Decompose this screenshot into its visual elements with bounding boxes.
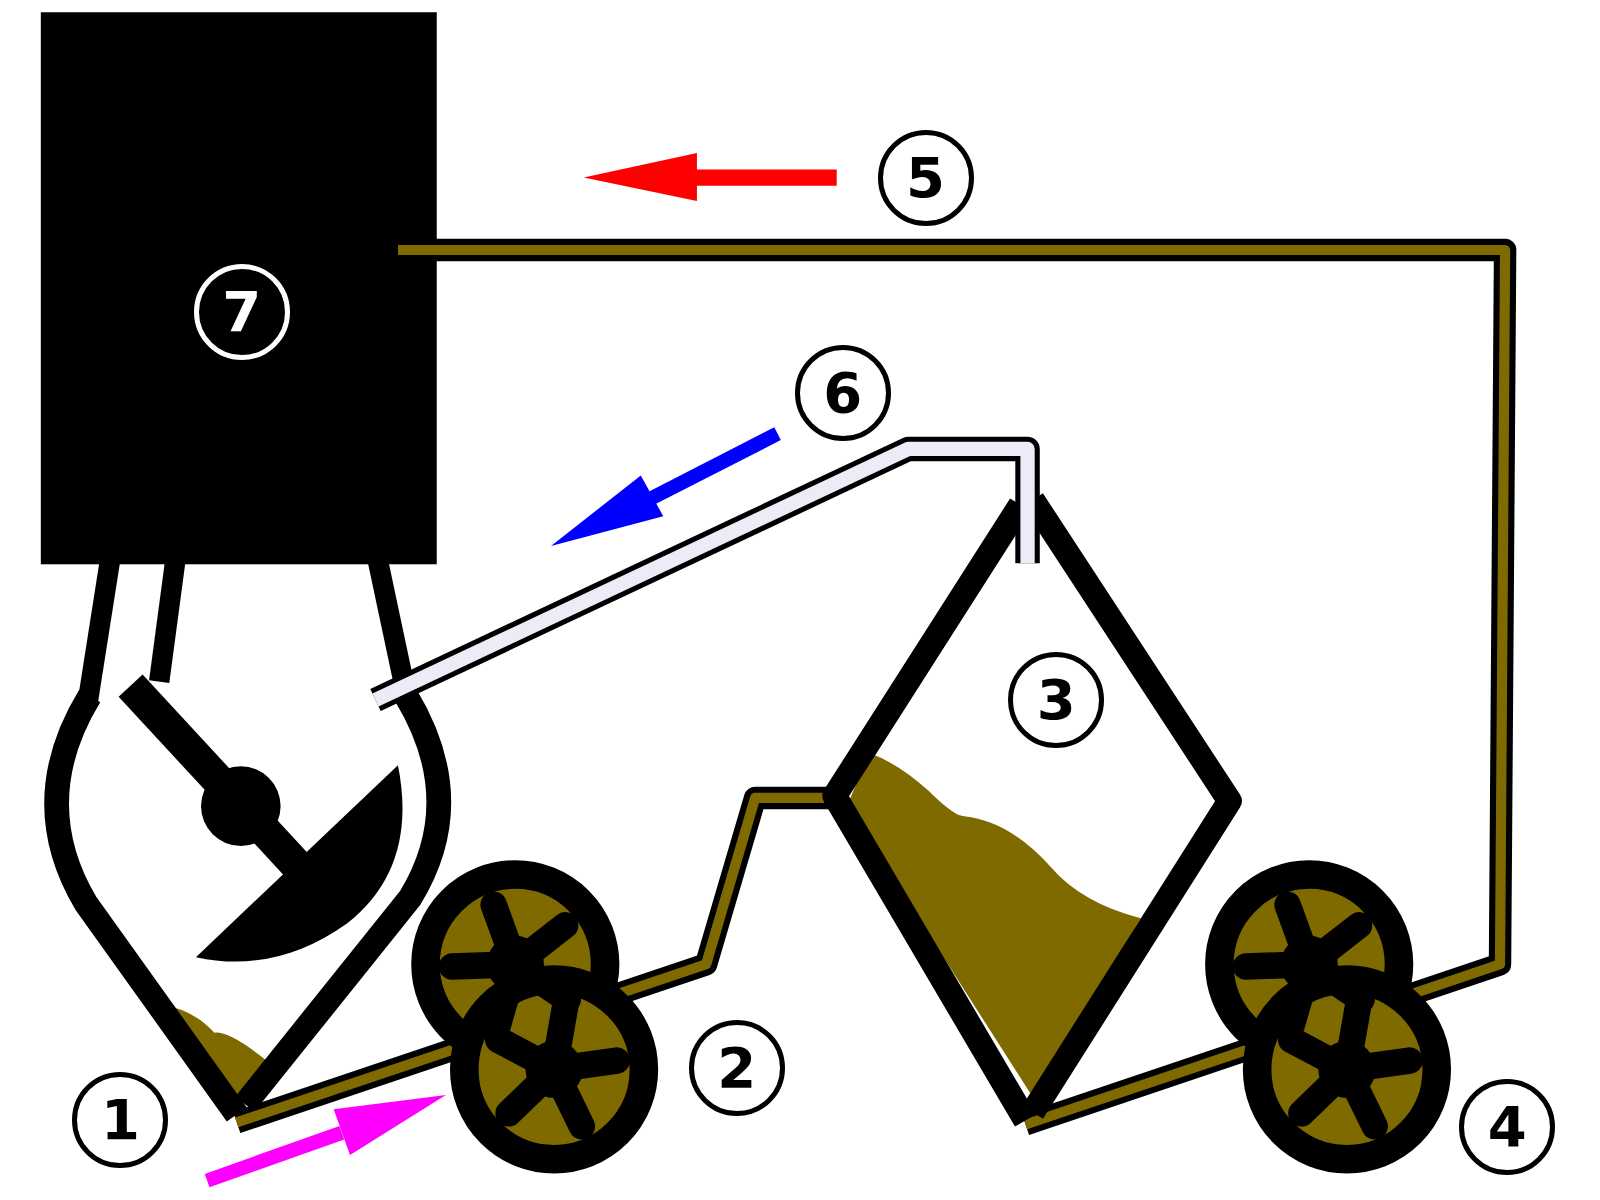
callout-number: 5 [878, 130, 974, 226]
support-legs [88, 559, 406, 702]
callout-number: 3 [1008, 652, 1104, 748]
rotary-valves [426, 874, 1437, 1159]
callout-number: 1 [72, 1072, 168, 1168]
valve-rotor [498, 1007, 617, 1126]
gas-pipe [376, 449, 1028, 700]
flow-arrows [207, 153, 837, 1181]
valve-rotor [1246, 905, 1362, 1025]
callout-number: 7 [194, 264, 290, 360]
hopper [835, 500, 1230, 1120]
callout-number: 2 [689, 1020, 785, 1116]
agitator [131, 686, 403, 962]
valve-rotor [1291, 1007, 1410, 1126]
callout-number: 6 [795, 345, 891, 441]
mixing-vessel [57, 696, 439, 1114]
callout-number: 4 [1459, 1079, 1555, 1175]
valve-rotor [452, 905, 568, 1025]
drive-block [41, 12, 437, 564]
